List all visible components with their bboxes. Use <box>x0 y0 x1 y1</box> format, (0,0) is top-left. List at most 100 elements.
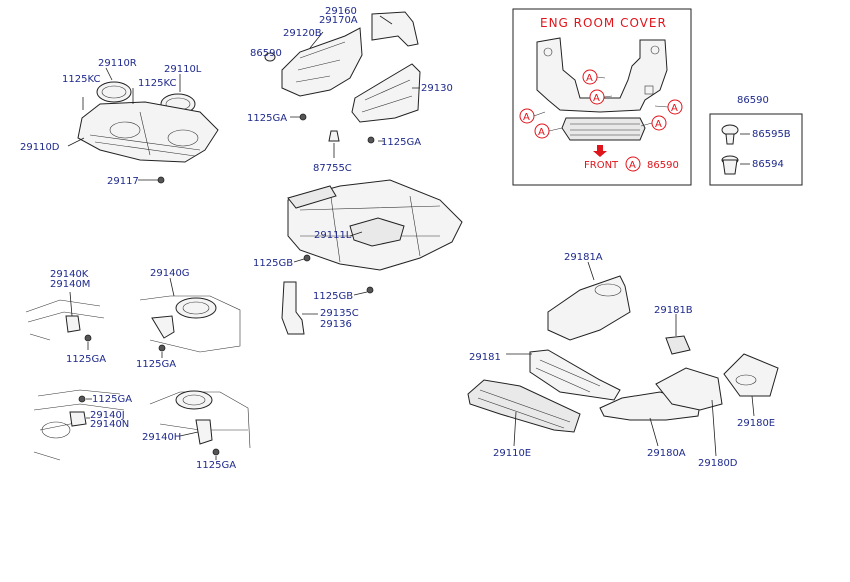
front-part-number: 86590 <box>647 160 679 171</box>
cover-29181-ribs <box>535 359 601 393</box>
subframe-bracket <box>287 185 337 209</box>
label-86590: 86590 <box>250 48 282 59</box>
label-29170a: 29170A <box>319 15 358 26</box>
label-29180a: 29180A <box>647 448 686 459</box>
label-29180d: 29180D <box>698 458 738 469</box>
cover-29180e-hole <box>735 374 757 386</box>
bracket-29140g <box>151 315 175 339</box>
a-marker-text: A <box>671 103 678 114</box>
cover-29180d <box>655 367 723 411</box>
leaders-29140j <box>86 398 92 419</box>
leaders-29140k <box>69 291 89 350</box>
part-29110r-inner <box>101 85 127 99</box>
cover-29110e <box>467 379 581 433</box>
bolt-1125ga-right <box>367 136 375 144</box>
label-29110l: 29110L <box>164 64 202 75</box>
bolts-1125kc <box>82 88 134 110</box>
front-cover-ribs <box>570 123 640 136</box>
bracket-29140k-group: 29140K 29140M 1125GA <box>25 269 106 365</box>
a-marker-text: A <box>629 160 636 171</box>
label-1125ga-f: 1125GA <box>196 460 236 471</box>
label-29140k: 29140K <box>50 269 89 280</box>
leaders-29140g <box>161 277 175 358</box>
label-29140n: 29140N <box>90 419 129 430</box>
cover-29181a <box>547 275 631 341</box>
side-cover-29120b <box>281 27 363 97</box>
clip-86594-body <box>722 159 738 175</box>
strut-tower-29140g <box>175 297 217 319</box>
side-covers-group: 29160 29170A 86590 29120B 29130 1125GA 1… <box>247 6 453 174</box>
eng-room-front-cover <box>561 117 646 141</box>
front-arrow-icon <box>593 145 607 157</box>
body-panel-lower-left <box>33 389 125 461</box>
bracket-29140h-group: 29140H 1125GA <box>142 390 251 471</box>
fastener-inset-frame <box>709 113 803 186</box>
label-29120b: 29120B <box>283 28 322 39</box>
leaders-side-covers <box>290 15 420 158</box>
under-cover-hole-right <box>167 129 199 147</box>
fastener-inset-title: 86590 <box>737 95 769 106</box>
label-29140m: 29140M <box>50 279 90 290</box>
strut-tower-lower <box>175 390 213 410</box>
label-29180e: 29180E <box>737 418 775 429</box>
part-86595b-label: 86595B <box>752 129 791 140</box>
side-cover-29130 <box>351 63 421 123</box>
a-marker-leaders <box>533 76 669 132</box>
label-29135c: 29135C <box>320 308 359 319</box>
eng-room-cover-inset: ENG ROOM COVER A A A A A A A FRONT 86590 <box>512 8 692 186</box>
a-marker-group: A A A A A A A <box>519 69 683 172</box>
cover-tab <box>644 85 654 95</box>
body-panel-left <box>25 299 105 341</box>
bracket-29140h <box>195 419 213 445</box>
bolt-1125ga-c <box>84 334 92 342</box>
label-1125kc-a: 1125KC <box>62 74 100 85</box>
bolt-1125ga-top <box>299 113 307 121</box>
clip-29117 <box>157 176 165 184</box>
label-29140g: 29140G <box>150 268 190 279</box>
label-1125ga-c: 1125GA <box>66 354 106 365</box>
under-covers-right-group: 29181A 29181B 29181 29110E 29180A 29180D… <box>467 252 779 469</box>
bolt-1125gb-a <box>303 254 311 262</box>
label-1125ga-e: 1125GA <box>92 394 132 405</box>
label-1125kc-b: 1125KC <box>138 78 176 89</box>
bolt-1125ga-e <box>78 395 86 403</box>
side-cover-29130-ribs <box>361 79 413 113</box>
subframe-group: 29111L 1125GB 1125GB 29135C 29136 <box>253 179 463 335</box>
label-29130: 29130 <box>421 83 453 94</box>
a-marker-text: A <box>523 112 530 123</box>
label-1125gb-a: 1125GB <box>253 258 293 269</box>
pad-29181b <box>665 335 691 355</box>
side-cover-29120b-ribs <box>295 41 346 83</box>
label-87755c: 87755C <box>313 163 352 174</box>
label-29140j: 29140J <box>90 410 125 421</box>
strut-tower-lower-inner <box>182 394 206 406</box>
label-29181b: 29181B <box>654 305 693 316</box>
clip-87755c <box>328 130 340 142</box>
leaders-29110 <box>67 67 181 181</box>
part-86594-label: 86594 <box>752 159 784 170</box>
leaders-subframe <box>293 231 368 315</box>
label-29117: 29117 <box>107 176 139 187</box>
label-29111l: 29111L <box>314 230 352 241</box>
label-29140h: 29140H <box>142 432 181 443</box>
cover-29180e <box>723 353 779 397</box>
strut-tower-panel <box>139 295 241 353</box>
panel-opening <box>41 421 71 439</box>
a-marker-text: A <box>538 127 545 138</box>
eng-room-cover-shape <box>536 37 668 113</box>
bracket-29140k <box>65 315 81 333</box>
a-marker-text: A <box>655 119 662 130</box>
cover-hole-right <box>650 45 660 55</box>
clip-86595b-shank <box>725 133 735 145</box>
under-cover-29110d <box>77 101 219 163</box>
leaders-right-covers <box>506 261 755 457</box>
bolt-1125ga-f <box>212 448 220 456</box>
a-marker <box>625 156 641 172</box>
part-29110r-ring <box>96 81 132 103</box>
label-1125ga-right: 1125GA <box>381 137 421 148</box>
cover-29111l <box>349 217 405 247</box>
cover-29110e-ribs <box>477 389 571 429</box>
label-1125ga-d: 1125GA <box>136 359 176 370</box>
strut-tower-inner <box>182 301 210 315</box>
